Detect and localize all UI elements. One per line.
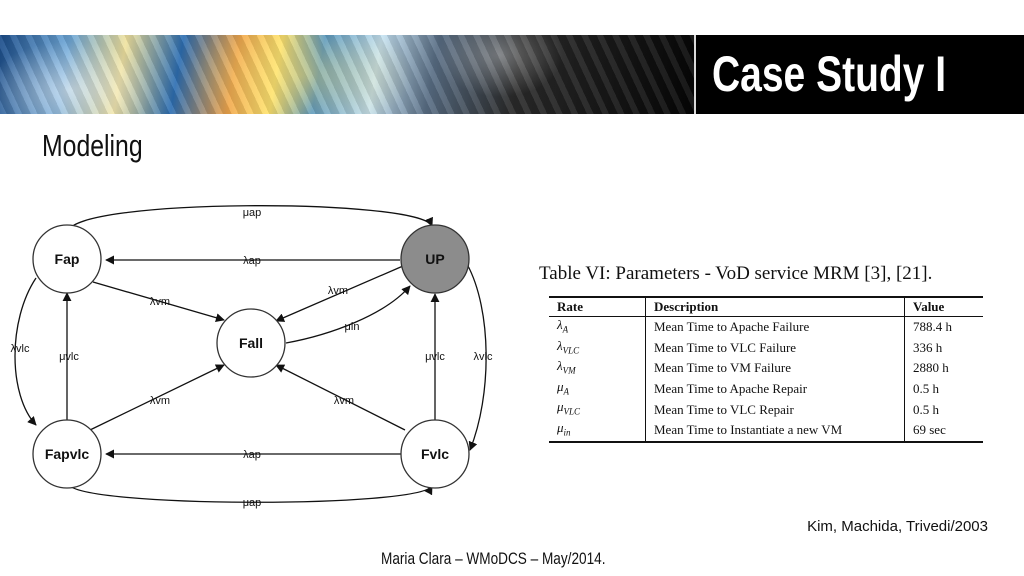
description-cell: Mean Time to Apache Repair	[645, 378, 905, 400]
edge-up-to-fvlc	[466, 263, 487, 451]
label-fapvlc-to-fvlc: μap	[243, 497, 262, 509]
rate-symbol: λ	[557, 337, 563, 353]
rate-subscript: VLC	[562, 345, 580, 356]
rate-subscript: A	[562, 324, 569, 335]
node-fap-label: Fap	[55, 251, 80, 267]
table-header-row: Rate Description Value	[549, 297, 983, 317]
label-fapvlc-to-fap: μvlc	[59, 351, 79, 363]
rate-cell: μVLC	[549, 399, 646, 420]
label-up-to-fap: λap	[243, 255, 261, 267]
node-fvlc-label: Fvlc	[421, 446, 449, 462]
node-fall	[216, 308, 286, 378]
node-up-label: UP	[425, 251, 444, 267]
banner-divider	[694, 35, 696, 114]
node-fapvlc-label: Fapvlc	[45, 446, 90, 462]
slide-title: Case Study I	[712, 46, 947, 102]
rate-cell: λVLC	[549, 338, 646, 359]
node-fall-label: Fall	[239, 335, 263, 351]
rate-subscript: VLC	[563, 406, 581, 417]
node-fapvlc	[32, 419, 102, 489]
table-caption: Table VI: Parameters - VoD service MRM […	[539, 263, 933, 284]
description-cell: Mean Time to Instantiate a new VM	[645, 419, 905, 442]
node-fvlc	[400, 419, 470, 489]
label-up-to-fall: λvm	[328, 285, 348, 297]
rate-symbol: μ	[557, 399, 564, 415]
edge-fap-to-up	[67, 205, 433, 233]
header-value: Value	[904, 297, 983, 317]
label-fvlc-to-up: μvlc	[425, 351, 445, 363]
state-transition-diagram: μap λap λvm λvm μin λvm λvm λvlc μvlc λv…	[11, 205, 493, 509]
value-cell: 0.5 h	[904, 378, 983, 400]
value-cell: 0.5 h	[904, 399, 983, 420]
header-description: Description	[645, 297, 905, 317]
section-subtitle: Modeling	[42, 128, 143, 163]
edge-fall-to-up	[285, 285, 411, 344]
rate-symbol: μ	[557, 378, 564, 394]
description-cell: Mean Time to VLC Failure	[645, 337, 905, 359]
source-credit: Kim, Machida, Trivedi/2003	[807, 518, 988, 535]
node-up	[400, 224, 470, 294]
rate-symbol: μ	[557, 419, 564, 435]
rate-subscript: A	[563, 386, 570, 397]
header-banner: Case Study I	[0, 35, 1024, 114]
description-cell: Mean Time to Apache Failure	[645, 316, 905, 338]
description-cell: Mean Time to VM Failure	[645, 358, 905, 379]
header-rate: Rate	[549, 297, 646, 317]
value-cell: 69 sec	[904, 419, 983, 442]
edge-fvlc-to-fall	[275, 364, 406, 431]
node-fap	[32, 224, 102, 294]
parameters-table-block: Table VI: Parameters - VoD service MRM […	[539, 263, 987, 443]
banner-artwork	[0, 35, 694, 114]
edge-fapvlc-to-fvlc	[67, 483, 433, 503]
label-fapvlc-to-fall: λvm	[150, 395, 170, 407]
rate-symbol: λ	[557, 358, 563, 374]
description-cell: Mean Time to VLC Repair	[645, 399, 905, 420]
rate-cell: λA	[549, 317, 646, 338]
edge-fapvlc-to-fall	[89, 364, 225, 431]
rate-cell: μA	[549, 379, 646, 400]
value-cell: 788.4 h	[904, 316, 983, 338]
rate-cell: μin	[549, 420, 646, 442]
label-up-to-fvlc: λvlc	[474, 351, 493, 363]
label-fvlc-to-fapvlc: λap	[243, 449, 261, 461]
rate-symbol: λ	[557, 317, 563, 332]
edge-up-to-fall	[275, 265, 404, 322]
rate-cell: λVM	[549, 358, 646, 379]
value-cell: 336 h	[904, 337, 983, 359]
label-fap-to-fall: λvm	[150, 296, 170, 308]
label-fvlc-to-fall: λvm	[334, 395, 354, 407]
label-fall-to-up: μin	[345, 321, 360, 333]
rate-subscript: in	[563, 427, 571, 438]
rate-subscript: VM	[562, 365, 576, 376]
slide-footer: Maria Clara – WMoDCS – May/2014.	[381, 549, 606, 568]
value-cell: 2880 h	[904, 358, 983, 379]
label-fap-to-fapvlc: λvlc	[11, 343, 30, 355]
edge-fap-to-fall	[92, 281, 225, 323]
label-fap-to-up: μap	[243, 207, 262, 219]
edge-fap-to-fapvlc	[14, 277, 37, 426]
